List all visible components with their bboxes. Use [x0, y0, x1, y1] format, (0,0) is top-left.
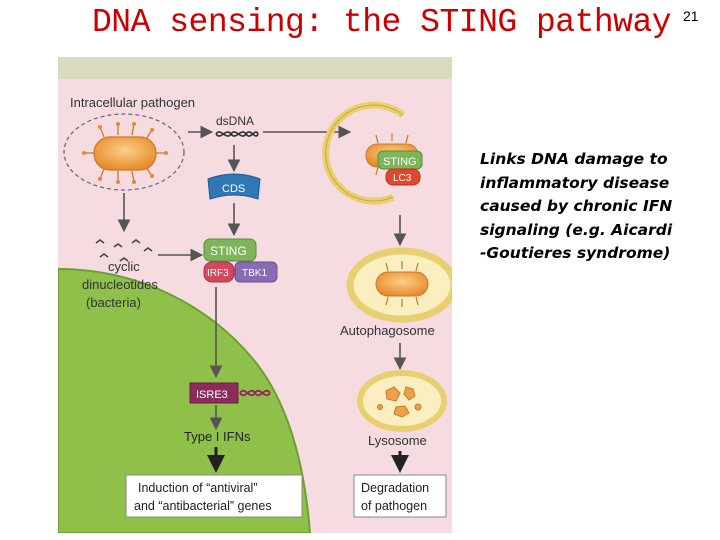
label-sting-top: STING: [383, 156, 417, 168]
label-autophagosome: Autophagosome: [340, 323, 435, 338]
label-bacteria: (bacteria): [86, 295, 141, 310]
lc3-box: [385, 168, 421, 186]
isre3-box: [189, 382, 239, 404]
phagophore-membrane-inner: [325, 104, 404, 202]
irf3-box: [203, 261, 235, 283]
label-cyclic: cyclic: [108, 259, 140, 274]
label-irf3: IRF3: [207, 268, 229, 279]
slide-number: 21: [683, 8, 699, 24]
side-note-line: inflammatory disease: [480, 173, 670, 192]
nucleus: [58, 267, 312, 533]
slide-title: DNA sensing: the STING pathway: [92, 4, 672, 41]
label-type-i-ifns: Type I IFNs: [184, 429, 251, 444]
label-tbk1: TBK1: [242, 268, 267, 279]
side-note: Links DNA damage to inflammatory disease…: [480, 148, 710, 266]
degradation-box: [353, 474, 447, 518]
label-isre3: ISRE3: [196, 389, 228, 401]
label-induction-line1: Induction of “antiviral”: [138, 481, 258, 495]
side-note-line: -Goutieres syndrome): [480, 244, 671, 262]
degraded-pathogen-icon: [377, 386, 422, 418]
label-degradation-line1: Degradation: [361, 481, 429, 495]
figure-top-strip: [58, 57, 452, 79]
label-dsdna: dsDNA: [216, 114, 254, 128]
sting-center-box: [203, 238, 257, 262]
lysosome: [357, 370, 447, 432]
autophagosome-pathogen-icon: [375, 261, 429, 307]
side-note-line: Links DNA damage to: [480, 150, 668, 168]
label-sting-center: STING: [210, 244, 247, 258]
pathogen-vesicle: [63, 113, 185, 191]
side-note-line: signaling (e.g. Aicardi: [480, 220, 673, 239]
label-degradation-line2: of pathogen: [361, 499, 427, 513]
label-lysosome: Lysosome: [368, 433, 427, 448]
label-dinucleotides: dinucleotides: [82, 277, 158, 292]
dsdna-helix-strand: [215, 131, 259, 137]
label-cds: CDS: [222, 183, 245, 195]
label-induction-line2: and “antibacterial” genes: [134, 499, 272, 513]
dna-helix-strand: [239, 389, 271, 397]
tbk1-box: [234, 261, 278, 283]
label-intracellular-pathogen: Intracellular pathogen: [70, 95, 195, 110]
side-note-line: caused by chronic IFN: [480, 197, 673, 215]
cds-icon: [207, 173, 261, 200]
sting-pathway-diagram: Intracellular pathogen dsDNA CDS cyclic: [58, 57, 452, 533]
label-lc3: LC3: [393, 173, 412, 184]
cyclic-dinucleotide-icon: [95, 239, 153, 262]
induction-box: [125, 474, 303, 518]
pathogen-icon: [82, 122, 168, 184]
